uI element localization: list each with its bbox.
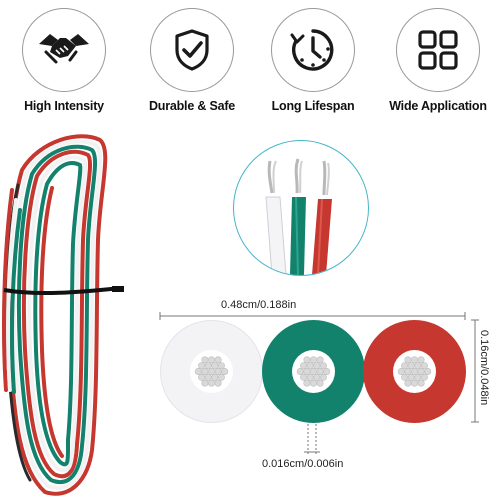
feature-durable-safe: Durable & Safe (130, 8, 254, 113)
strand (194, 367, 202, 375)
wire-end-closeup (233, 140, 369, 276)
strand (319, 373, 327, 381)
strand (420, 362, 428, 370)
cross-section-green (262, 320, 365, 423)
strand (207, 379, 215, 387)
shield-check-icon (175, 29, 209, 71)
wire-coil-image (2, 134, 124, 496)
conductor-core (292, 350, 335, 393)
strand (309, 356, 317, 364)
strand (404, 367, 412, 375)
copper-strands (294, 352, 333, 391)
strand (211, 373, 219, 381)
strand (309, 367, 317, 375)
strand (316, 367, 324, 375)
strand (404, 356, 412, 364)
conductor-core (393, 350, 436, 393)
strand (397, 367, 405, 375)
strand (309, 379, 317, 387)
strand (217, 373, 225, 381)
feature-circle (271, 8, 355, 92)
strand (204, 373, 212, 381)
conductor-core (190, 350, 233, 393)
feature-circle (22, 8, 106, 92)
feature-wide-application: Wide Application (376, 8, 500, 113)
strand (296, 367, 304, 375)
strand (401, 362, 409, 370)
strand (404, 379, 412, 387)
strand (201, 367, 209, 375)
strand (417, 379, 425, 387)
strand (410, 379, 418, 387)
strand (303, 379, 311, 387)
dimension-width-label: 0.48cm/0.188in (221, 299, 297, 311)
strand (201, 356, 209, 364)
strand (410, 367, 418, 375)
strand (198, 373, 206, 381)
strand (207, 356, 215, 364)
clock-cycle-icon (290, 29, 334, 71)
strand (316, 379, 324, 387)
strand (417, 356, 425, 364)
dimension-strand-label: 0.016cm/0.006in (262, 458, 344, 470)
feature-row: High Intensity Durable & Safe Long Lifes… (0, 0, 500, 125)
strand (217, 362, 225, 370)
strand (214, 367, 222, 375)
strand (306, 362, 314, 370)
cross-section-white (160, 320, 263, 423)
strand (207, 367, 215, 375)
feature-circle (150, 8, 234, 92)
feature-label: Wide Application (389, 99, 487, 113)
strand (420, 373, 428, 381)
strand (204, 362, 212, 370)
handshake-icon (39, 34, 89, 64)
cross-section-red (363, 320, 466, 423)
feature-label: High Intensity (24, 99, 104, 113)
grid-icon (418, 30, 458, 70)
strand (313, 373, 321, 381)
strand (221, 367, 229, 375)
feature-long-lifespan: Long Lifespan (251, 8, 375, 113)
strand (198, 362, 206, 370)
strand (303, 356, 311, 364)
strand (214, 379, 222, 387)
strand (313, 362, 321, 370)
strand (201, 379, 209, 387)
dimension-height-label: 0.16cm/0.048in (478, 330, 490, 406)
strand (300, 373, 308, 381)
copper-strands (192, 352, 231, 391)
strand (214, 356, 222, 364)
strand (410, 356, 418, 364)
strand (300, 362, 308, 370)
strand (319, 362, 327, 370)
strand (407, 362, 415, 370)
strand (211, 362, 219, 370)
wire-ends-image (265, 158, 332, 275)
copper-strands (395, 352, 434, 391)
strand (414, 362, 422, 370)
strand (316, 356, 324, 364)
feature-high-intensity: High Intensity (2, 8, 126, 113)
strand (306, 373, 314, 381)
strand (401, 373, 409, 381)
feature-label: Durable & Safe (148, 99, 236, 113)
strand (424, 367, 432, 375)
strand (414, 373, 422, 381)
strand (407, 373, 415, 381)
strand (323, 367, 331, 375)
strand (417, 367, 425, 375)
feature-circle (396, 8, 480, 92)
strand (303, 367, 311, 375)
feature-label: Long Lifespan (271, 99, 355, 113)
